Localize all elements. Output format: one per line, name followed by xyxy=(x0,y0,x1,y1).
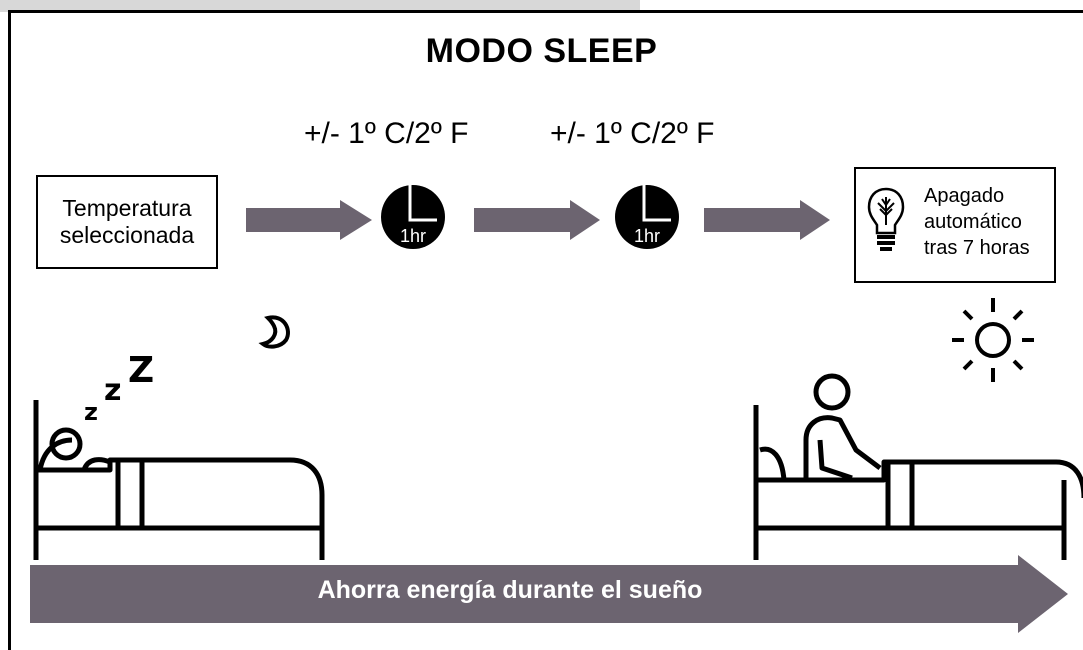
clock-label-1: 1hr xyxy=(400,226,426,246)
temp-change-label-2: +/- 1º C/2º F xyxy=(550,117,715,150)
end-box-line3: tras 7 horas xyxy=(924,237,1030,259)
sleep-z-2: z xyxy=(104,373,121,408)
flow-arrow-2 xyxy=(474,200,600,240)
start-box-line2: seleccionada xyxy=(59,222,195,248)
lightbulb-icon xyxy=(867,187,905,251)
clock-icon-1 xyxy=(381,185,445,249)
awake-person-bed-icon xyxy=(753,373,1083,560)
start-box-line1: Temperatura xyxy=(62,195,192,221)
frame-border-top xyxy=(8,10,1083,13)
sun-icon xyxy=(952,298,1034,382)
diagram-title: MODO SLEEP xyxy=(425,32,658,70)
frame-border-left xyxy=(8,10,11,650)
sleeping-person-bed-icon xyxy=(33,400,325,560)
flow-arrow-3 xyxy=(704,200,830,240)
top-bar xyxy=(0,0,640,12)
sleep-z-3: Z xyxy=(128,350,154,391)
flow-arrow-1 xyxy=(246,200,372,240)
moon-icon xyxy=(258,315,290,349)
temp-change-label-1: +/- 1º C/2º F xyxy=(304,117,469,150)
energy-banner-arrow xyxy=(30,555,1068,633)
end-box-line1: Apagado xyxy=(924,185,1005,207)
clock-label-2: 1hr xyxy=(634,226,660,246)
clock-icon-2 xyxy=(615,185,679,249)
end-box: Apagado automático tras 7 horas xyxy=(854,167,1056,283)
start-box: Temperatura seleccionada xyxy=(36,175,218,269)
energy-banner-text: Ahorra energía durante el sueño xyxy=(317,576,703,604)
end-box-line2: automático xyxy=(924,211,1022,233)
sleep-z-1: z xyxy=(84,398,98,426)
